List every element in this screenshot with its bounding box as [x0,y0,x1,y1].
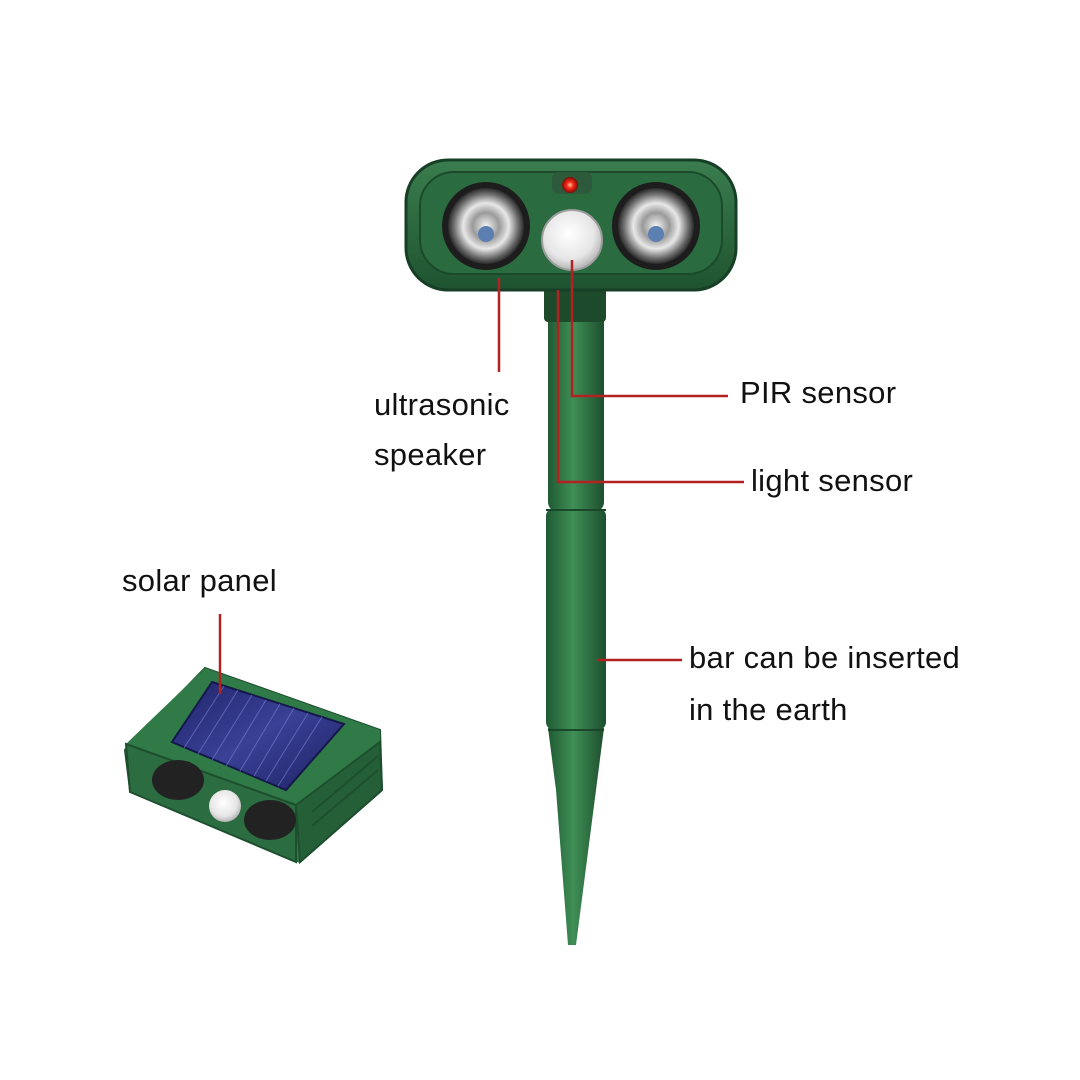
leader-pir [570,260,728,398]
ground-stake [546,300,606,945]
label-solar-panel: solar panel [122,563,277,598]
label-bar-inserted-line2: in the earth [689,692,848,727]
left-speaker [442,182,530,270]
label-light-sensor: light sensor [751,463,914,498]
indicator-led [562,177,578,193]
right-speaker [612,182,700,270]
solar-panel-unit [123,666,384,865]
leader-light [556,290,744,484]
label-ultrasonic-speaker-line1: ultrasonic [374,387,510,422]
leader-lines [218,260,744,694]
label-ultrasonic-speaker: ultrasonic speaker [374,380,510,480]
repeller-head [404,158,738,322]
label-ultrasonic-speaker-line2: speaker [374,437,487,472]
label-bar-inserted: bar can be inserted in the earth [689,632,960,736]
label-bar-inserted-line1: bar can be inserted [689,640,961,675]
label-pir-sensor: PIR sensor [740,375,897,410]
